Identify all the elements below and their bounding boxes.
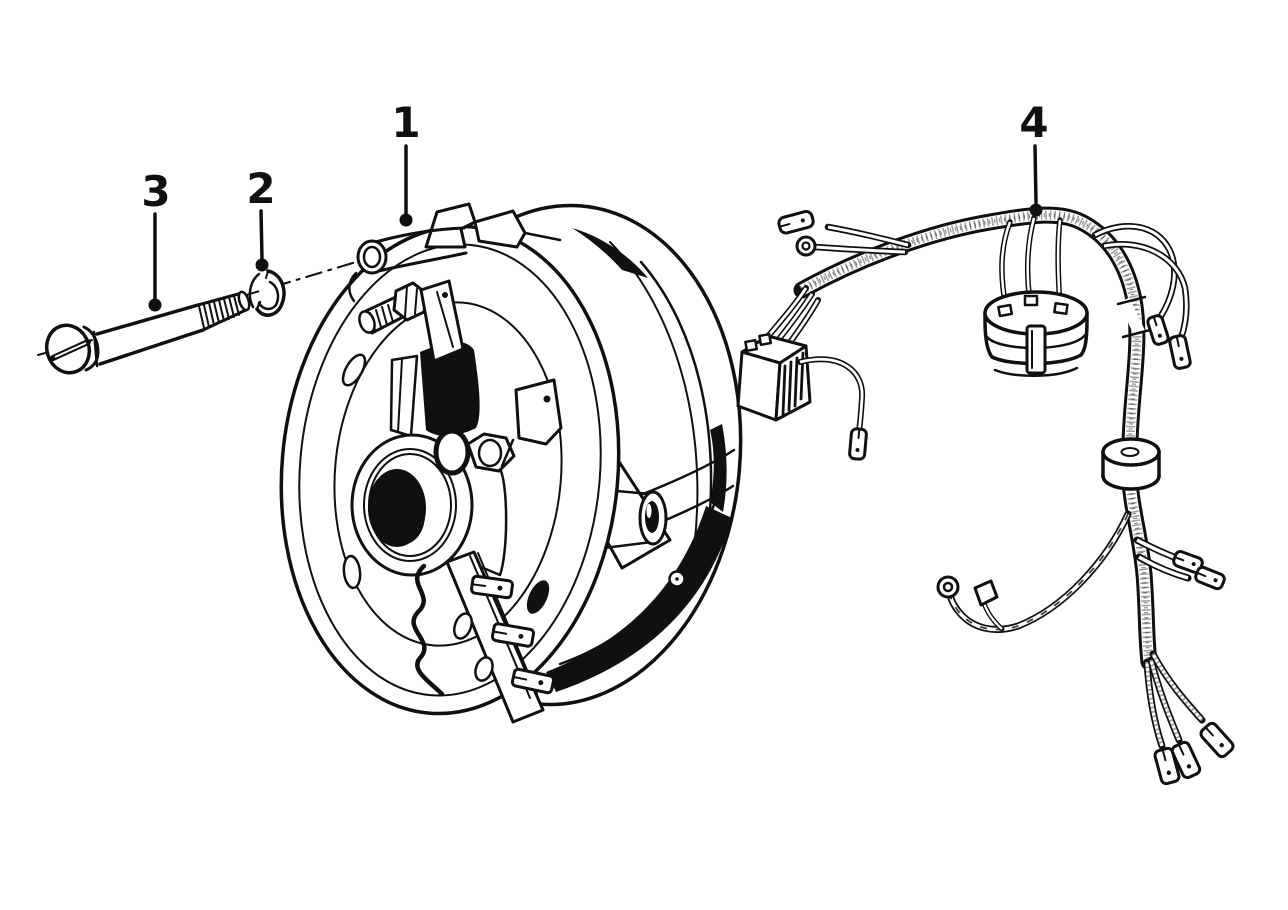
callout-2-leader-line — [259, 209, 264, 261]
callout-4: 4 — [1019, 98, 1049, 217]
flag-terminal — [973, 579, 999, 607]
spade-terminal — [490, 622, 536, 648]
callout-1-label: 1 — [391, 98, 420, 147]
callout-3: 3 — [141, 167, 171, 312]
callout-3-dot — [148, 298, 162, 312]
harness-mid-right-branch — [1133, 536, 1226, 591]
terminal-strip — [411, 550, 556, 724]
harness-right-wires — [1091, 222, 1192, 370]
callout-2-label: 2 — [246, 164, 275, 213]
drum-shadow-right — [710, 424, 727, 512]
alternator-illustration — [279, 202, 743, 724]
bolt-thread-hatching — [196, 291, 248, 332]
lock-washer-illustration — [248, 269, 286, 317]
ring-terminal — [795, 235, 817, 257]
brush-assembly — [433, 378, 563, 476]
callout-1: 1 — [391, 98, 421, 227]
spade-terminal — [848, 427, 868, 461]
callout-2-dot — [255, 258, 269, 272]
brush-holder-strap — [389, 354, 419, 438]
harness-left-wires — [777, 209, 912, 257]
field-wire-squiggle — [411, 563, 445, 697]
wiring-harness-illustration — [736, 206, 1235, 786]
callout-3-label: 3 — [141, 167, 170, 216]
spade-terminal — [510, 667, 556, 695]
cable-grommet — [1101, 437, 1161, 491]
regulator-block — [736, 285, 868, 461]
spade-terminal — [777, 209, 815, 235]
callout-4-label: 4 — [1019, 98, 1048, 147]
callout-1-dot — [399, 213, 413, 227]
spade-terminal — [1153, 746, 1181, 786]
spade-terminal — [470, 574, 514, 600]
callout-4-leader-line — [1033, 144, 1038, 205]
round-connector — [983, 215, 1089, 377]
adjuster-stud-and-nut — [358, 279, 465, 363]
spade-terminal — [1199, 721, 1235, 759]
brush-holder-shadow — [420, 341, 480, 436]
spade-terminal — [1170, 740, 1202, 780]
harness-bottom-branch — [1143, 650, 1235, 786]
front-plate-slots — [341, 353, 550, 614]
spade-terminal — [1146, 314, 1170, 346]
top-mounting-lug — [348, 202, 562, 303]
harness-lower-left-branch — [936, 510, 1132, 633]
callout-4-dot — [1029, 203, 1043, 217]
callout-2: 2 — [246, 164, 276, 272]
ring-terminal — [936, 575, 960, 599]
spade-terminal — [1194, 565, 1226, 591]
drum-shadow-bottom — [546, 506, 732, 692]
bolt-illustration — [44, 290, 251, 375]
spade-terminal — [1168, 334, 1192, 370]
harness-main-cable — [793, 206, 1158, 671]
